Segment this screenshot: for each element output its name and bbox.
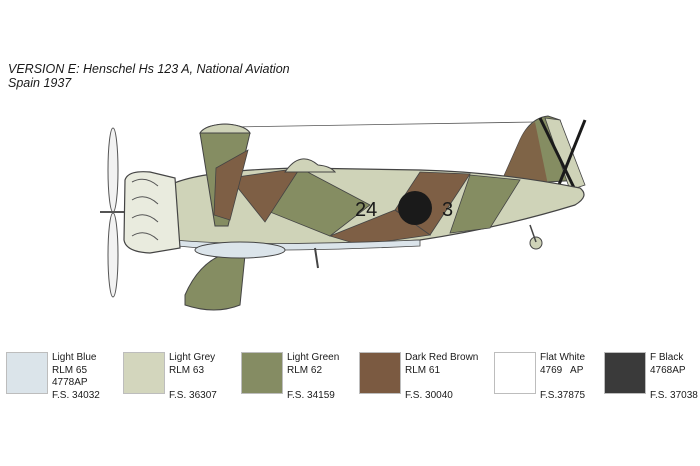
title-line-1: VERSION E: Henschel Hs 123 A, National A… <box>8 62 290 76</box>
swatch-ap: 4769 AP <box>540 364 584 376</box>
landing-gear-fairing <box>184 251 246 311</box>
propeller-blade-upper <box>107 127 119 213</box>
swatch-blank <box>287 377 339 390</box>
swatch-name: Flat White <box>540 352 586 363</box>
code-right: 3 <box>442 199 453 221</box>
cockpit <box>284 158 337 173</box>
swatch-name: F Black <box>650 352 684 363</box>
swatch-ap: 4768AP <box>650 364 686 376</box>
version-title: VERSION E: Henschel Hs 123 A, National A… <box>8 62 290 90</box>
color-chip <box>241 352 283 394</box>
swatch-light-blue: Light Blue RLM 65 4778AP F.S. 34032 <box>6 352 124 412</box>
tail-wheel <box>529 236 543 250</box>
swatch-blank <box>405 377 478 390</box>
swatch-fs: F.S. 30040 <box>405 389 453 401</box>
swatch-ap: 4778AP <box>52 377 88 388</box>
color-chip <box>6 352 48 394</box>
propeller-blade-lower <box>107 212 119 298</box>
swatch-name: Light Green <box>287 352 340 363</box>
swatch-blank <box>169 377 217 390</box>
swatch-name: Dark Red Brown <box>405 352 479 363</box>
roundel <box>398 191 432 225</box>
swatch-dark-red-brown: Dark Red Brown RLM 61 F.S. 30040 <box>359 352 479 412</box>
swatch-fs: F.S. 37038 <box>650 389 698 401</box>
swatch-light-green: Light Green RLM 62 F.S. 34159 <box>241 352 359 412</box>
engine-cowling <box>123 171 181 254</box>
swatch-blank <box>650 377 698 390</box>
swatch-rlm: RLM 63 <box>169 364 205 376</box>
swatch-fs: F.S. 34159 <box>287 389 335 401</box>
code-left: 24 <box>355 199 377 221</box>
swatch-name: Light Blue <box>52 352 97 363</box>
aircraft-illustration: 24 3 <box>100 115 587 311</box>
swatch-flat-white: Flat White 4769 AP F.S.37875 <box>494 352 612 412</box>
swatch-flat-black: F Black 4768AP F.S. 37038 <box>604 352 700 412</box>
color-chip <box>604 352 646 394</box>
swatch-rlm: RLM 62 <box>287 364 323 376</box>
swatch-blank <box>540 377 585 390</box>
lower-wing <box>194 241 286 259</box>
swatch-fs: F.S. 34032 <box>52 389 100 401</box>
swatch-fs: F.S. 36307 <box>169 389 217 401</box>
swatch-fs: F.S.37875 <box>540 389 586 401</box>
swatch-rlm: RLM 61 <box>405 364 441 376</box>
color-chip <box>359 352 401 394</box>
swatch-light-grey: Light Grey RLM 63 F.S. 36307 <box>123 352 241 412</box>
title-line-2: Spain 1937 <box>8 76 72 90</box>
color-chip <box>123 352 165 394</box>
swatch-name: Light Grey <box>169 352 216 363</box>
swatch-rlm: RLM 65 <box>52 364 88 376</box>
color-chip <box>494 352 536 394</box>
